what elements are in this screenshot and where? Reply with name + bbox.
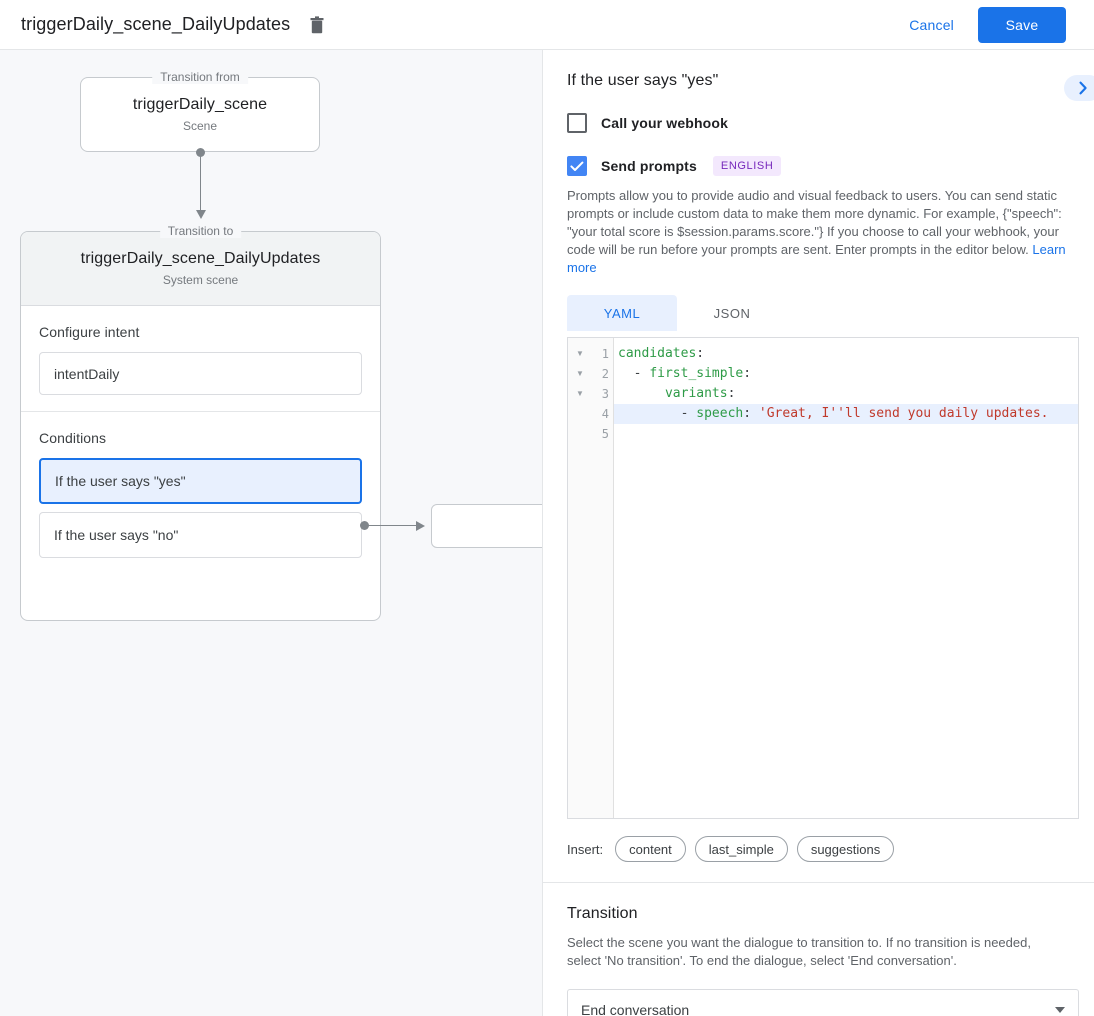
fold-toggle-icon[interactable]: ▼ xyxy=(576,349,584,358)
target-node-stub[interactable] xyxy=(431,504,542,548)
transition-from-node[interactable]: Transition from triggerDaily_scene Scene xyxy=(80,70,320,152)
call-webhook-label: Call your webhook xyxy=(601,115,729,131)
editor-line-number: 3 xyxy=(601,387,609,401)
chevron-down-icon xyxy=(1055,1006,1065,1013)
language-badge: ENGLISH xyxy=(712,156,782,176)
configure-intent-label: Configure intent xyxy=(39,324,140,340)
checkmark-icon xyxy=(570,161,584,171)
editor-format-tabs: YAML JSON xyxy=(567,295,1070,331)
editor-code-line[interactable]: - first_simple: xyxy=(633,366,752,381)
insert-chips-row: Insert: content last_simple suggestions xyxy=(567,836,1070,862)
insert-chip-last-simple[interactable]: last_simple xyxy=(694,836,788,862)
conditions-section: Conditions If the user says "yes" If the… xyxy=(21,411,380,574)
insert-chip-content[interactable]: content xyxy=(615,836,686,862)
editor-code-line[interactable] xyxy=(614,424,1078,444)
chevron-right-icon xyxy=(1079,81,1087,95)
prompts-helper-body: Prompts allow you to provide audio and v… xyxy=(567,188,1062,257)
save-button[interactable]: Save xyxy=(978,6,1066,43)
condition-item-yes[interactable]: If the user says "yes" xyxy=(39,458,362,504)
editor-code-line[interactable]: candidates: xyxy=(618,346,705,361)
transition-select[interactable]: End conversation xyxy=(567,989,1079,1016)
intent-field[interactable]: intentDaily xyxy=(39,352,362,395)
editor-code-line[interactable]: variants: xyxy=(664,386,736,401)
editor-line-number: 2 xyxy=(601,367,609,381)
tab-json[interactable]: JSON xyxy=(713,305,751,321)
editor-code-line[interactable]: - speech: 'Great, I''ll send you daily u… xyxy=(614,404,1078,424)
conditions-label: Conditions xyxy=(39,430,107,446)
transition-to-node[interactable]: Transition to triggerDaily_scene_DailyUp… xyxy=(20,224,381,621)
condition-item-no[interactable]: If the user says "no" xyxy=(39,512,362,558)
transition-section: Transition Select the scene you want the… xyxy=(567,883,1079,1016)
page-title: triggerDaily_scene_DailyUpdates xyxy=(21,14,291,34)
delete-button[interactable] xyxy=(304,12,330,38)
editor-line-numbers: 1 2 3 4 5 xyxy=(592,338,614,818)
prompts-helper-text: Prompts allow you to provide audio and v… xyxy=(567,187,1070,277)
panel-inner: If the user says "yes" Call your webhook… xyxy=(543,50,1094,1016)
vertical-connector xyxy=(196,148,206,221)
call-webhook-checkbox[interactable] xyxy=(567,113,587,133)
condition-detail-panel: If the user says "yes" Call your webhook… xyxy=(542,50,1094,1016)
scene-graph-canvas[interactable]: Transition from triggerDaily_scene Scene… xyxy=(0,50,542,1016)
expand-panel-button[interactable] xyxy=(1064,75,1094,101)
editor-code-area[interactable]: candidates: - first_simple: variants: - … xyxy=(614,338,1078,818)
configure-intent-section: Configure intent intentDaily xyxy=(21,306,380,411)
panel-title: If the user says "yes" xyxy=(567,72,719,89)
condition-outgoing-edge xyxy=(360,518,542,534)
edge-arrow-icon xyxy=(416,521,425,531)
tab-yaml[interactable]: YAML xyxy=(567,295,677,331)
transition-from-legend: Transition from xyxy=(152,70,248,84)
transition-to-legend: Transition to xyxy=(159,224,242,238)
learn-more-link[interactable]: Learn more xyxy=(567,242,1066,275)
transition-select-value: End conversation xyxy=(581,1001,690,1016)
send-prompts-row[interactable]: Send prompts ENGLISH xyxy=(567,156,1070,176)
cancel-button[interactable]: Cancel xyxy=(897,9,966,41)
transition-from-subtitle: Scene xyxy=(182,119,218,133)
editor-line-number: 5 xyxy=(601,427,609,441)
prompt-code-editor[interactable]: ▼ ▼ ▼ 1 2 3 4 5 candidates: - first_simple: va… xyxy=(567,337,1079,819)
fold-toggle-icon[interactable]: ▼ xyxy=(576,369,584,378)
connector-dot xyxy=(196,148,205,157)
send-prompts-checkbox[interactable] xyxy=(567,156,587,176)
transition-title: Transition xyxy=(567,905,638,922)
connector-line xyxy=(200,154,201,212)
trash-icon xyxy=(310,15,324,33)
fold-spacer xyxy=(568,404,592,424)
transition-to-subtitle: System scene xyxy=(162,273,239,287)
transition-description: Select the scene you want the dialogue t… xyxy=(567,935,1031,968)
editor-line-number: 1 xyxy=(601,347,609,361)
insert-label: Insert: xyxy=(567,841,604,857)
insert-chip-suggestions[interactable]: suggestions xyxy=(796,836,895,862)
editor-fold-gutter[interactable]: ▼ ▼ ▼ xyxy=(568,338,592,818)
fold-toggle-icon[interactable]: ▼ xyxy=(576,389,584,398)
editor-line-number: 4 xyxy=(601,407,609,421)
fold-spacer xyxy=(568,424,592,444)
call-webhook-row[interactable]: Call your webhook xyxy=(567,113,1070,133)
edge-dot xyxy=(360,521,369,530)
send-prompts-label: Send prompts xyxy=(601,158,697,174)
top-bar: triggerDaily_scene_DailyUpdates Cancel S… xyxy=(0,0,1094,50)
transition-from-title: triggerDaily_scene xyxy=(132,96,268,113)
transition-to-header: triggerDaily_scene_DailyUpdates System s… xyxy=(21,232,380,306)
transition-to-title: triggerDaily_scene_DailyUpdates xyxy=(80,250,321,267)
edge-line xyxy=(366,525,418,526)
section-divider xyxy=(543,882,1094,883)
connector-arrow-icon xyxy=(196,210,206,219)
